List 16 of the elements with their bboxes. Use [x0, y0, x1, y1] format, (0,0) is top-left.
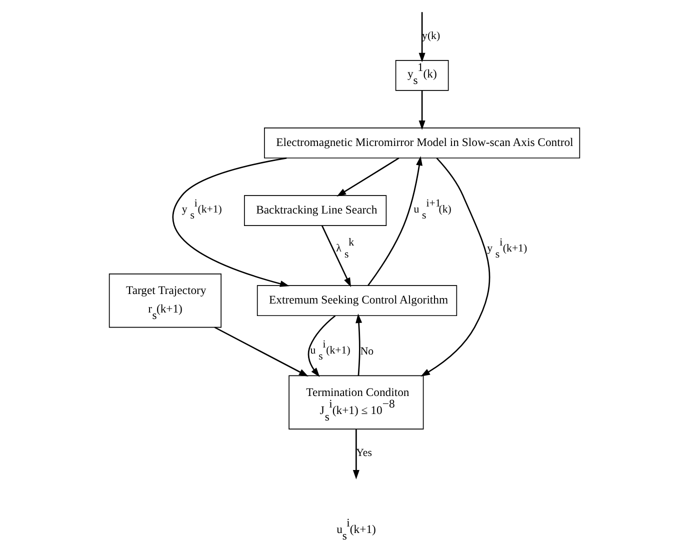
node-box: Electromagnetic Micromirror Model in Slow-scan Axis Control [264, 128, 580, 158]
node-box: Backtracking Line Search [244, 195, 386, 226]
arrow [214, 326, 308, 376]
arrow [336, 158, 399, 196]
arrow [418, 90, 425, 130]
node-box: Extremum Seeking Control Algorithm [256, 285, 457, 316]
arrow [307, 315, 336, 378]
arrow [418, 12, 425, 62]
arrow [172, 157, 289, 287]
arrow [355, 314, 362, 376]
arrow [352, 429, 359, 480]
edge-label: No [360, 345, 374, 358]
edge-label: y(k) [422, 30, 440, 42]
arrow [320, 225, 351, 288]
arrow [367, 156, 422, 286]
arrow [420, 158, 490, 377]
